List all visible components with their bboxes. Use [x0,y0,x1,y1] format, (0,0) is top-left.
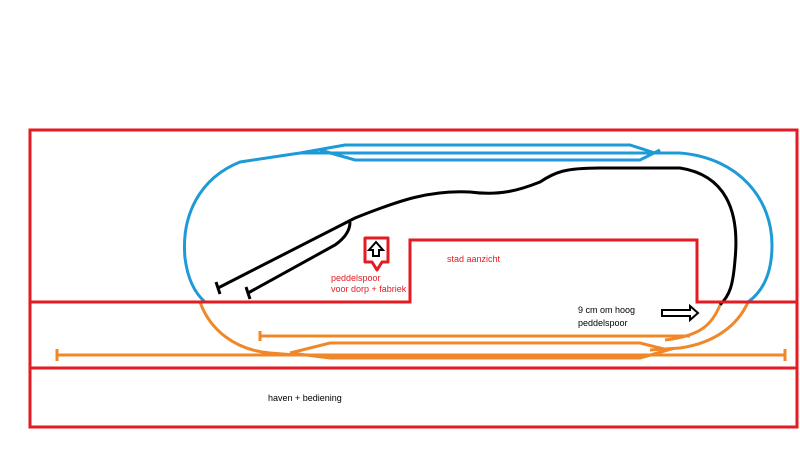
city-view-outline [30,238,797,304]
harbor-label: haven + bediening [268,393,342,403]
lower-loop-inner-right [664,304,722,342]
arrow-right-icon [661,303,700,323]
lower-passing-loop [289,341,674,360]
raised-label: 9 cm om hoog [578,305,635,315]
lower-loop-right [649,301,750,352]
upper-passing-siding [299,143,656,155]
upper-loop-track-right [679,151,774,304]
peddelspoor-sub-label: voor dorp + fabriek [331,284,407,294]
peddelspoor-label: peddelspoor [331,273,381,283]
lower-loop-left [198,301,296,357]
branch-track [217,166,738,307]
board-outline [28,128,799,429]
raised-sub-label: peddelspoor [578,318,628,328]
buffer-stop-2 [244,286,252,300]
upper-passing-siding-2 [319,148,661,162]
branch-track-spur [247,221,352,295]
buffer-stop-1 [214,281,222,295]
city-view-label: stad aanzicht [447,254,501,264]
arrow-up-icon [363,236,390,272]
upper-loop-track [182,151,301,304]
